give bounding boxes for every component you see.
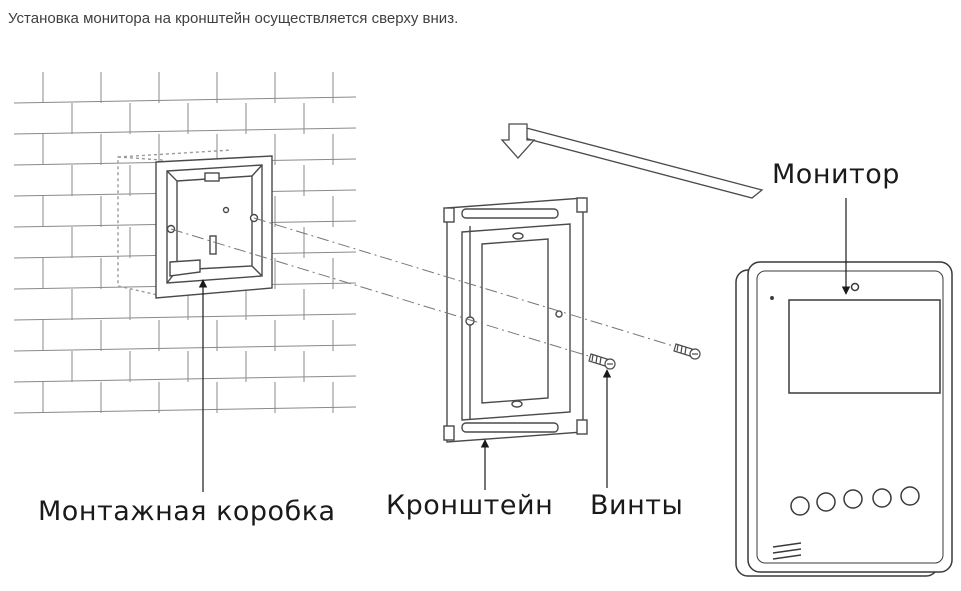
label-mounting-box: Монтажная коробка — [38, 496, 336, 527]
alignment-lines — [170, 217, 681, 359]
screw-2 — [588, 353, 616, 370]
instruction-text: Установка монитора на кронштейн осуществ… — [8, 10, 459, 27]
monitor-drawing — [735, 261, 953, 577]
screw-1 — [673, 343, 701, 360]
down-arrow-icon — [500, 123, 764, 199]
label-bracket: Кронштейн — [386, 490, 554, 521]
bracket-drawing — [443, 197, 588, 443]
mounting-box-drawing — [117, 149, 273, 299]
label-screws: Винты — [590, 490, 684, 521]
leader-lines — [198, 198, 851, 492]
label-monitor: Монитор — [772, 159, 900, 190]
